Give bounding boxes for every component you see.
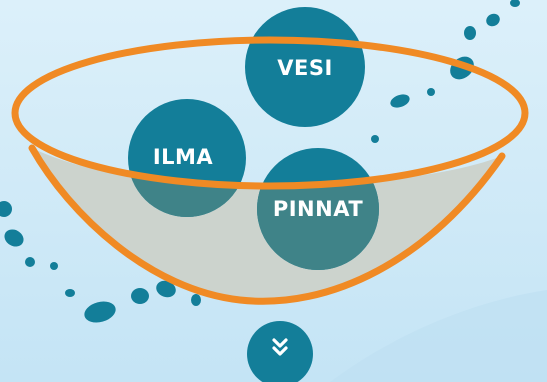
dot (191, 294, 201, 306)
dot (50, 262, 58, 270)
dot (156, 280, 176, 298)
dot (4, 229, 24, 247)
scroll-down-button[interactable] (247, 321, 313, 382)
dot (427, 88, 435, 96)
dot (371, 135, 379, 143)
double-chevron-down-icon (272, 338, 288, 356)
background-swoosh (330, 290, 547, 382)
dot (131, 288, 149, 304)
circle-label-pinnat: PINNAT (273, 197, 363, 221)
funnel-rim (11, 36, 529, 190)
circle-label-ilma: ILMA (153, 145, 214, 169)
circle-label-vesi: VESI (277, 56, 333, 80)
dot (65, 289, 75, 297)
decorative-dots (0, 0, 520, 323)
dot (84, 301, 116, 323)
dot (25, 257, 35, 267)
dot (510, 0, 520, 7)
dot (390, 94, 410, 108)
dot (0, 201, 12, 217)
dot (464, 26, 476, 40)
funnel-cone-outline (28, 144, 506, 305)
dot (486, 13, 500, 27)
